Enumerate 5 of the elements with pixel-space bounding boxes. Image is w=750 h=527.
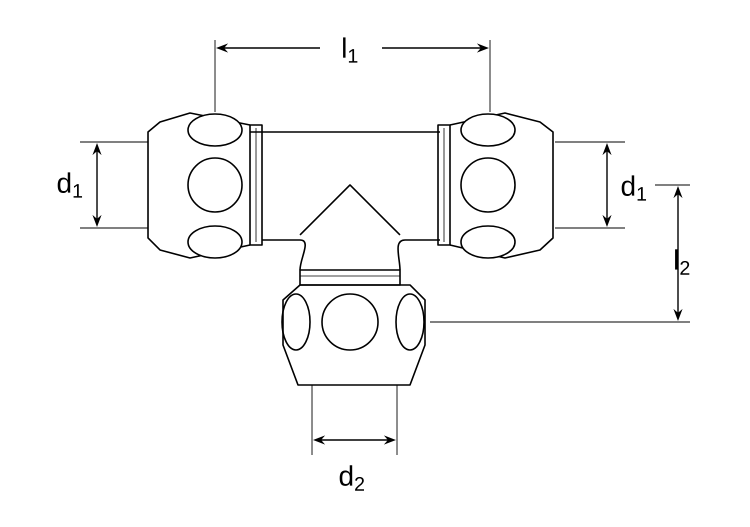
dimension-label: d$_{1}$ xyxy=(58,172,82,198)
dimension-label: d$_{2}$ xyxy=(340,465,364,491)
dimension-label: l$_{2}$ xyxy=(675,249,690,275)
dimension-label: l$_{1}$ xyxy=(343,37,358,63)
dimension-label: d$_{1}$ xyxy=(622,175,646,201)
